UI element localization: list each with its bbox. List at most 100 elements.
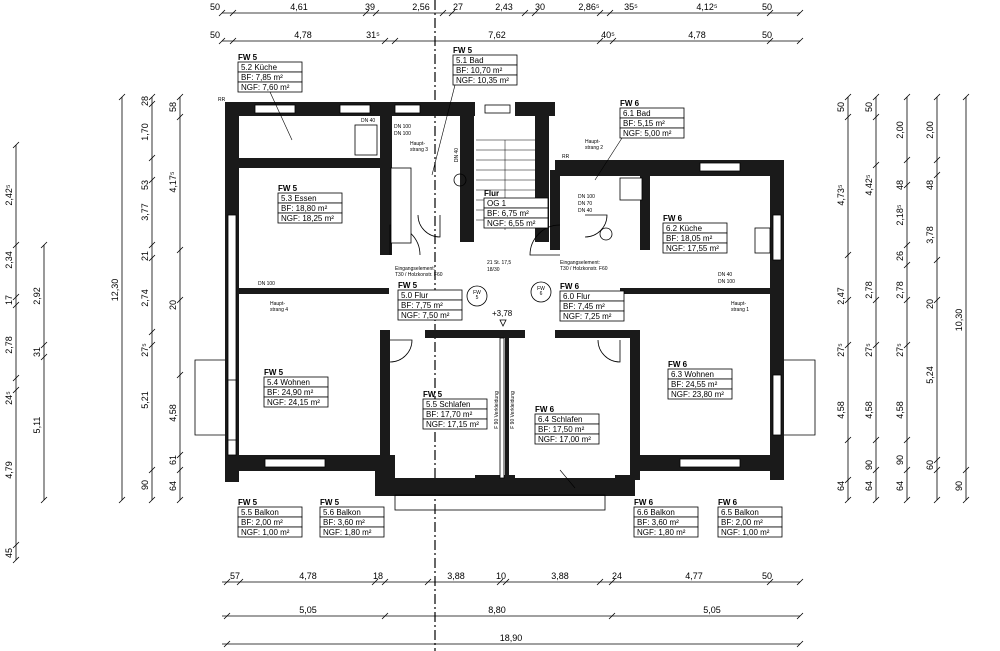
room-ngf: NGF: 24,15 m²: [267, 398, 320, 407]
dimension-tick: [12, 241, 20, 249]
dimension-tick: [903, 466, 911, 474]
dimension-tick: [933, 93, 941, 101]
rr-label: RR: [562, 154, 570, 160]
dimension-tick: [176, 496, 184, 504]
dimension-label: 2,47: [836, 287, 846, 305]
interior-wall: [640, 165, 650, 250]
window: [679, 458, 741, 468]
sink: [354, 124, 378, 156]
dimension-label: 4,61: [290, 2, 308, 12]
window: [699, 162, 741, 172]
dimension-tick: [12, 556, 20, 564]
dimension-tick: [933, 256, 941, 264]
dimension-tick: [424, 578, 432, 586]
dimension-label: 50: [836, 102, 846, 112]
room-bf: BF: 3,60 m²: [637, 518, 679, 527]
dimension-label: 90: [954, 481, 964, 491]
dimension-tick: [391, 37, 399, 45]
room-ngf-box: [619, 127, 685, 139]
room-bf: BF: 17,70 m²: [426, 410, 473, 419]
dimension-label: 10,30: [954, 309, 964, 332]
dimension-tick: [439, 9, 447, 17]
room-bf: BF: 7,75 m²: [401, 301, 443, 310]
room-unit: FW 5: [278, 184, 298, 193]
dimension-tick: [596, 9, 604, 17]
room-ngf-box: [397, 309, 463, 321]
interior-wall: [425, 330, 525, 338]
dimension-tick: [176, 93, 184, 101]
dimension-tick: [903, 261, 911, 269]
dimension-tick: [148, 100, 156, 108]
dimension-tick: [606, 9, 614, 17]
dimension-tick: [608, 578, 616, 586]
pipe-label: DN 100: [394, 131, 411, 137]
dimension-label: 57: [230, 571, 240, 581]
pipe-label: DN 100: [394, 124, 411, 130]
room-bf: BF: 7,45 m²: [563, 302, 605, 311]
room-ngf-box: [422, 418, 488, 430]
dimension-tick: [844, 476, 852, 484]
dimension-label: 61: [168, 455, 178, 465]
elevation-label: +3,78: [492, 309, 513, 318]
dimension-tick: [796, 612, 804, 620]
dimension-label: 4,42⁵: [864, 174, 874, 196]
interior-wall: [239, 158, 389, 168]
dimension-tick: [372, 9, 380, 17]
dimension-label: 21: [140, 251, 150, 261]
dimension-label: 50: [762, 571, 772, 581]
dimension-tick: [596, 37, 604, 45]
room-unit: FW 6: [620, 99, 640, 108]
exterior-wall: [375, 478, 635, 496]
dimension-tick: [362, 9, 370, 17]
pipe-label: DN 100: [258, 281, 275, 287]
room-bf: BF: 2,00 m²: [241, 518, 283, 527]
room-unit: FW 5: [264, 368, 284, 377]
dimension-tick: [933, 466, 941, 474]
room-bf: BF: 10,70 m²: [456, 66, 503, 75]
interior-wall: [499, 337, 505, 479]
dimension-label: 8,80: [488, 605, 506, 615]
dimension-label: 2,43: [495, 2, 513, 12]
dimension-label: 64: [836, 481, 846, 491]
room-ngf-box: [667, 388, 733, 400]
dimension-tick: [148, 93, 156, 101]
dimension-tick: [223, 578, 231, 586]
dimension-tick: [218, 37, 226, 45]
entry-element-label: Eingangselement:T30 / Holzkonstr. F60: [560, 260, 608, 272]
dimension-tick: [608, 612, 616, 620]
room-name: 5.6 Balkon: [323, 508, 361, 517]
room-name: 5.5 Schlafen: [426, 400, 470, 409]
window: [339, 104, 371, 114]
dimension-label: 64: [864, 481, 874, 491]
unit-marker-fw5: [466, 285, 488, 307]
dimension-tick: [521, 9, 529, 17]
room-bf: BF: 5,15 m²: [623, 119, 665, 128]
balcony-left: [194, 359, 225, 436]
dimension-tick: [229, 9, 237, 17]
dimension-tick: [40, 353, 48, 361]
dimension-label: 27⁵: [836, 343, 846, 357]
room-bf: BF: 3,60 m²: [323, 518, 365, 527]
room-name: 6.5 Balkon: [721, 508, 759, 517]
dimension-label: 5,05: [299, 605, 317, 615]
leader-line: [269, 91, 293, 141]
dimension-tick: [844, 93, 852, 101]
dimension-label: 30: [535, 2, 545, 12]
wall-label: F 90 Verkleidung: [510, 391, 516, 429]
room-name: 5.0 Flur: [401, 291, 428, 300]
room-bf: BF: 18,05 m²: [666, 234, 713, 243]
dimension-label: 4,77: [685, 571, 703, 581]
dimension-label: 50: [762, 30, 772, 40]
room-name: 6.2 Küche: [666, 224, 703, 233]
dimension-tick: [236, 578, 244, 586]
room-ngf-box: [452, 74, 518, 86]
dimension-label: 4,12⁵: [696, 2, 718, 12]
door-swing: [389, 339, 413, 363]
dimension-label: 7,62: [488, 30, 506, 40]
dimension-tick: [796, 640, 804, 648]
dimension-label: 3,88: [447, 571, 465, 581]
